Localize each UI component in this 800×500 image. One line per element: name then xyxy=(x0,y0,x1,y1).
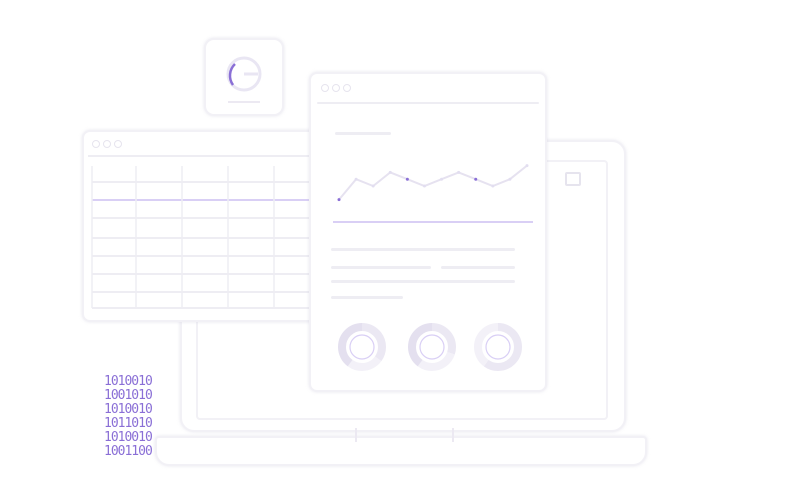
donut-chart xyxy=(408,323,456,371)
data-point xyxy=(508,177,512,181)
data-point xyxy=(457,170,461,174)
logo-tile xyxy=(204,38,284,116)
header-divider xyxy=(317,102,539,104)
window-dot-icon xyxy=(103,140,111,148)
pie-slice xyxy=(338,323,386,371)
data-point xyxy=(371,184,375,188)
data-point xyxy=(525,164,529,168)
text-line xyxy=(331,266,431,269)
text-line xyxy=(331,280,515,283)
laptop-stand xyxy=(355,428,454,442)
window-dot-icon xyxy=(343,84,351,92)
text-line xyxy=(331,248,515,251)
window-dot-icon xyxy=(92,140,100,148)
window-dot-icon xyxy=(332,84,340,92)
data-point xyxy=(491,184,495,188)
binary-row: 1001100 xyxy=(104,444,153,459)
pie-slice xyxy=(474,323,522,371)
donut-inner-ring xyxy=(419,334,445,360)
dashboard-title-line xyxy=(335,132,391,135)
binary-row: 1001010 xyxy=(104,388,153,403)
data-point xyxy=(440,177,444,181)
data-point xyxy=(405,177,409,181)
binary-row: 1010010 xyxy=(104,402,153,417)
window-dot-icon xyxy=(321,84,329,92)
text-line xyxy=(441,266,515,269)
donut-inner-ring xyxy=(349,334,375,360)
text-line xyxy=(331,296,403,299)
data-point xyxy=(422,184,426,188)
donut-chart xyxy=(338,323,386,371)
logo-g-icon xyxy=(226,56,262,103)
dashboard-window xyxy=(309,72,547,392)
laptop-camera-icon xyxy=(565,172,581,186)
spreadsheet-window xyxy=(82,130,334,322)
donut-chart xyxy=(474,323,522,371)
laptop-base xyxy=(155,436,647,466)
data-point xyxy=(354,177,358,181)
line-chart xyxy=(333,164,533,223)
data-point xyxy=(388,170,392,174)
binary-row: 1011010 xyxy=(104,416,153,431)
binary-row: 1010010 xyxy=(104,374,153,389)
binary-row: 1010010 xyxy=(104,430,153,445)
spreadsheet-grid xyxy=(88,155,328,309)
pie-slice xyxy=(338,323,386,371)
pie-slice xyxy=(408,323,456,371)
data-point xyxy=(337,198,341,202)
data-point xyxy=(474,177,478,181)
donut-inner-ring xyxy=(485,334,511,360)
pie-slice xyxy=(408,323,456,371)
window-dot-icon xyxy=(114,140,122,148)
series-line xyxy=(338,164,528,201)
